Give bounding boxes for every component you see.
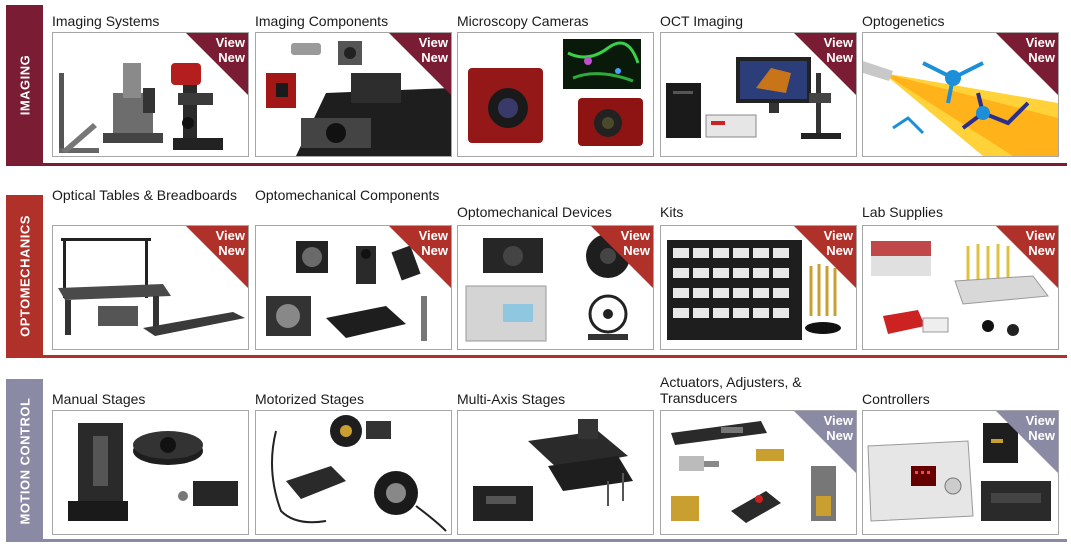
imaging-section-label: IMAGING [17,54,32,116]
mounts-icon [266,241,427,341]
imaging-components-icon [266,41,451,156]
section-optomechanics: OPTOMECHANICS Optical Tables & Breadboar… [0,183,1071,361]
view-new-label: View New [418,35,448,65]
motorized-stage-icon [271,415,447,532]
tile-image[interactable]: View New [862,410,1059,535]
imaging-section-rule [6,163,1067,166]
view-new-label: View New [1025,413,1055,443]
microscope-system-icon [59,63,223,153]
motion-control-section-rule [6,539,1067,542]
tile-title[interactable]: Actuators, Adjusters, & Transducers [660,374,802,406]
controller-icon [867,423,1051,522]
tile-title[interactable]: Imaging Systems [52,13,160,29]
view-new-label: View New [823,413,853,443]
optomechanics-section-rule [6,355,1067,358]
tile-title[interactable]: Optogenetics [862,13,945,29]
tile-title[interactable]: Optical Tables & Breadboards [52,187,237,203]
lab-supplies-icon [871,241,1049,336]
imaging-side-tab[interactable]: IMAGING [6,5,43,165]
tile-image[interactable]: View New [660,225,857,350]
tile-image[interactable]: View New [862,32,1059,157]
section-motion-control: MOTION CONTROL Manual Stages Motorized S… [0,372,1071,549]
tile-image[interactable] [457,410,654,535]
motion-control-section-label: MOTION CONTROL [17,397,32,524]
section-imaging: IMAGING Imaging Systems View New Imaging… [0,0,1071,170]
neuron-icon [863,61,1058,156]
multi-axis-stage-icon [473,419,633,521]
tile-image[interactable]: View New [255,225,452,350]
tile-image[interactable]: View New [862,225,1059,350]
tile-image[interactable]: View New [52,32,249,157]
tile-title[interactable]: Motorized Stages [255,391,364,407]
tile-title[interactable]: Optomechanical Devices [457,204,612,220]
tile-image[interactable] [52,410,249,535]
tile-title[interactable]: Multi-Axis Stages [457,391,566,407]
tile-title[interactable]: OCT Imaging [660,13,743,29]
tile-image[interactable]: View New [660,32,857,157]
tile-title[interactable]: Manual Stages [52,391,146,407]
view-new-label: View New [620,228,650,258]
motion-control-side-tab[interactable]: MOTION CONTROL [6,379,43,542]
optomechanics-side-tab[interactable]: OPTOMECHANICS [6,195,43,357]
tile-image[interactable] [255,410,452,535]
tile-title[interactable]: Imaging Components [255,13,389,29]
tile-image[interactable] [457,32,654,157]
oct-system-icon [666,57,841,139]
manual-stage-icon [68,423,238,521]
actuator-icon [671,421,836,523]
view-new-label: View New [418,228,448,258]
tile-image[interactable]: View New [255,32,452,157]
optical-table-icon [58,238,245,336]
tile-title[interactable]: Microscopy Cameras [457,13,589,29]
devices-icon [465,234,630,342]
tile-title[interactable]: Lab Supplies [862,204,943,220]
view-new-label: View New [1025,35,1055,65]
camera-icon [468,39,643,146]
view-new-label: View New [823,228,853,258]
tile-image[interactable]: View New [660,410,857,535]
view-new-label: View New [1025,228,1055,258]
tile-title[interactable]: Kits [660,204,684,220]
tile-image[interactable]: View New [457,225,654,350]
view-new-label: View New [215,228,245,258]
tile-title[interactable]: Optomechanical Components [255,187,440,203]
parts-cabinet-icon [667,240,841,340]
tile-image[interactable]: View New [52,225,249,350]
optomechanics-section-label: OPTOMECHANICS [17,215,32,337]
view-new-label: View New [823,35,853,65]
view-new-label: View New [215,35,245,65]
tile-title[interactable]: Controllers [862,391,930,407]
